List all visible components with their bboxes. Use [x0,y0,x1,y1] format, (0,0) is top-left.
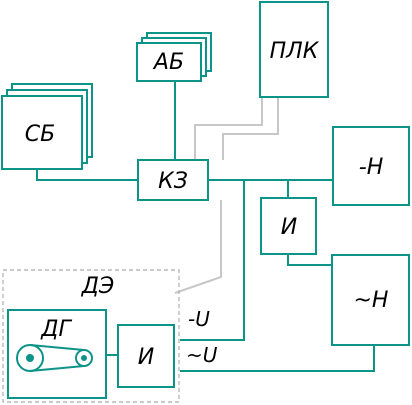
inverter-top-box [260,197,317,255]
sb-stack-front [1,95,83,170]
block-dc-load: -Н [332,126,410,206]
block-dg: ДГ [7,309,107,399]
ab-stack-front [136,42,202,82]
wire-inverter-top-ac-load [287,254,332,266]
dc-load-label: -Н [359,155,383,180]
ab-label: АБ [152,50,184,75]
inverter-bottom-label: И [138,345,154,370]
connection-wires [36,81,375,372]
dc-bus-label: -U [188,307,210,331]
block-plc: ПЛК [259,1,329,98]
wire-plc-kz [194,97,263,160]
dc-load-box [332,126,410,206]
inverter-top-label: И [281,215,297,240]
de-label: ДЭ [81,274,115,299]
wire-dc-bus [180,180,245,341]
wire-kz-de [174,200,222,294]
kz-box [137,159,209,201]
block-inverter-top: И [260,197,317,255]
block-ab: АБ [136,32,212,82]
ac-load-box [331,254,410,346]
block-kz: КЗ [137,159,209,201]
block-de: ДЭ [2,269,180,403]
wire-plc-kz-2 [222,97,279,160]
dg-label: ДГ [40,317,72,342]
control-wires [174,97,279,294]
ac-bus-label: ~U [186,343,218,367]
plc-label: ПЛК [270,39,320,64]
belt-drive-icon [16,344,93,372]
de-enclosure [2,269,180,403]
block-sb: СБ [1,83,93,170]
ac-load-label: ~Н [354,288,389,313]
plc-box [259,1,329,98]
block-inverter-bottom: И [117,324,175,388]
kz-label: КЗ [158,169,188,194]
block-ac-load: ~Н [331,254,410,346]
sb-label: СБ [25,122,55,147]
wire-ac-bus [180,345,375,372]
inverter-bottom-box [117,324,175,388]
dg-box [7,309,107,399]
